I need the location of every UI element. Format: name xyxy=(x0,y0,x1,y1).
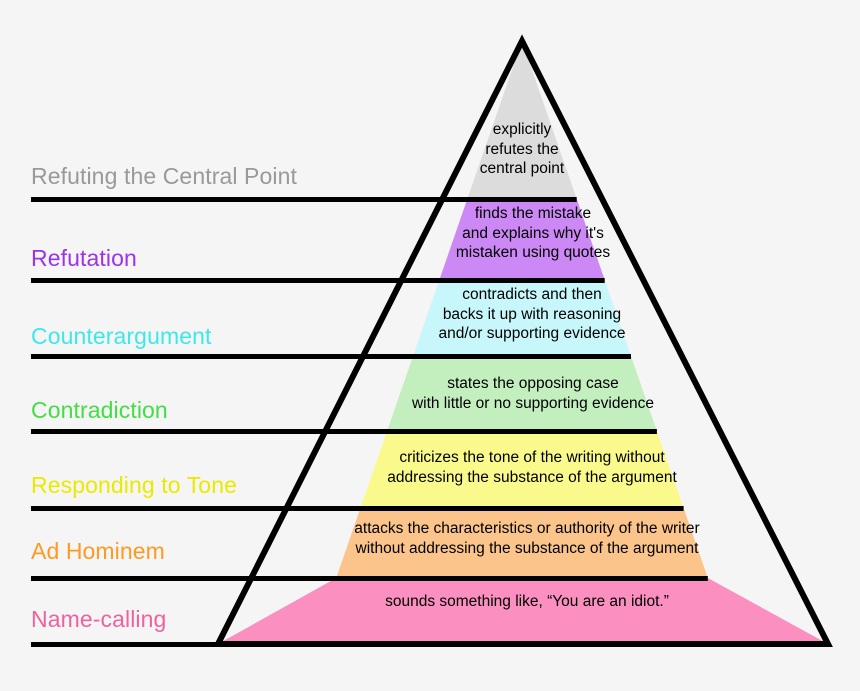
band-fill-tier-5 xyxy=(360,431,684,508)
tier-label-counterargument: Counterargument xyxy=(31,323,212,349)
band-fill-tier-3 xyxy=(413,280,631,356)
band-fill-tier-1 xyxy=(467,41,577,199)
tier-label-ad-hominem: Ad Hominem xyxy=(31,538,165,564)
band-fill-tier-6 xyxy=(336,508,708,578)
pyramid-outline xyxy=(213,34,833,647)
band-fill-tier-4 xyxy=(387,356,657,431)
band-fill-tier-2 xyxy=(439,199,605,280)
tier-label-refutation: Refutation xyxy=(31,245,137,271)
tier-label-contradiction: Contradiction xyxy=(31,397,168,423)
tier-label-name-calling: Name-calling xyxy=(31,606,167,632)
band-fill-tier-7 xyxy=(218,578,828,644)
tier-label-refuting-the-central-point: Refuting the Central Point xyxy=(31,163,297,189)
tier-label-responding-to-tone: Responding to Tone xyxy=(31,472,237,498)
